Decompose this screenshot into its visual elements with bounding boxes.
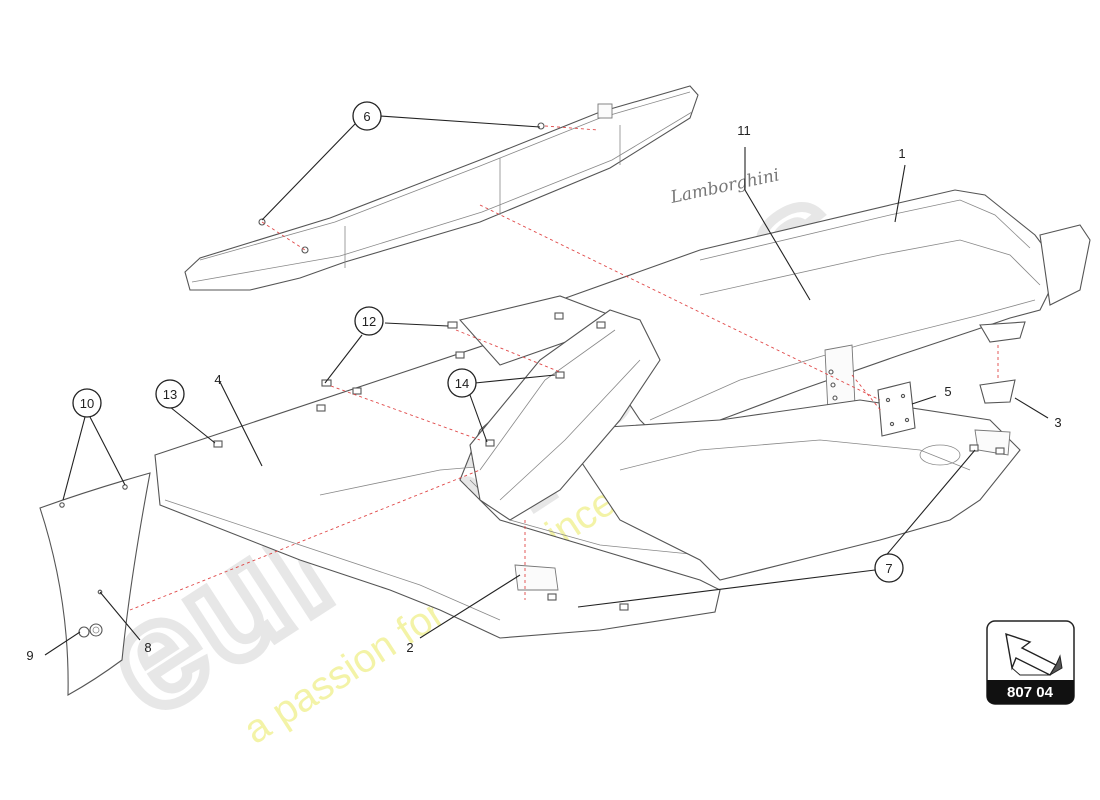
- rear-frame: [559, 189, 1091, 441]
- svg-text:5: 5: [944, 384, 951, 399]
- fastener-9: [78, 623, 103, 638]
- svg-text:1: 1: [898, 146, 905, 161]
- svg-text:13: 13: [163, 387, 177, 402]
- callout-7: 7: [874, 553, 904, 583]
- bracket-3: [979, 321, 1026, 404]
- plate-5: [877, 381, 916, 437]
- callout-12: 12: [354, 306, 384, 336]
- svg-text:12: 12: [362, 314, 376, 329]
- svg-text:10: 10: [80, 396, 94, 411]
- leader-lines: [44, 115, 1049, 656]
- svg-text:8: 8: [144, 640, 151, 655]
- svg-text:7: 7: [885, 561, 892, 576]
- svg-text:11: 11: [737, 123, 751, 138]
- svg-text:3: 3: [1054, 415, 1061, 430]
- callout-2: 2: [406, 640, 413, 655]
- svg-text:2: 2: [406, 640, 413, 655]
- callout-9: 9: [26, 648, 33, 663]
- svg-text:14: 14: [455, 376, 469, 391]
- callout-3: 3: [1054, 415, 1061, 430]
- callout-14: 14: [447, 368, 477, 398]
- reference-code: 807 04: [1007, 684, 1054, 701]
- callout-11: 11: [737, 123, 751, 138]
- central-strut: [469, 309, 661, 521]
- undertray: [154, 295, 1021, 639]
- upper-crossmember: [184, 85, 699, 291]
- rear-panel-8: [39, 472, 151, 696]
- arrow-icon: [1005, 632, 1063, 676]
- svg-text:9: 9: [26, 648, 33, 663]
- reference-badge: 807 04: [986, 620, 1075, 705]
- callout-10: 10: [72, 388, 102, 418]
- callout-6: 6: [352, 101, 382, 131]
- callout-5: 5: [944, 384, 951, 399]
- callout-4: 4: [214, 372, 221, 387]
- callout-1: 1: [898, 146, 905, 161]
- fasteners: [213, 312, 1005, 611]
- callout-8: 8: [144, 640, 151, 655]
- callout-13: 13: [155, 379, 185, 409]
- assembly-lines: [129, 125, 999, 611]
- svg-text:6: 6: [363, 109, 370, 124]
- svg-text:4: 4: [214, 372, 221, 387]
